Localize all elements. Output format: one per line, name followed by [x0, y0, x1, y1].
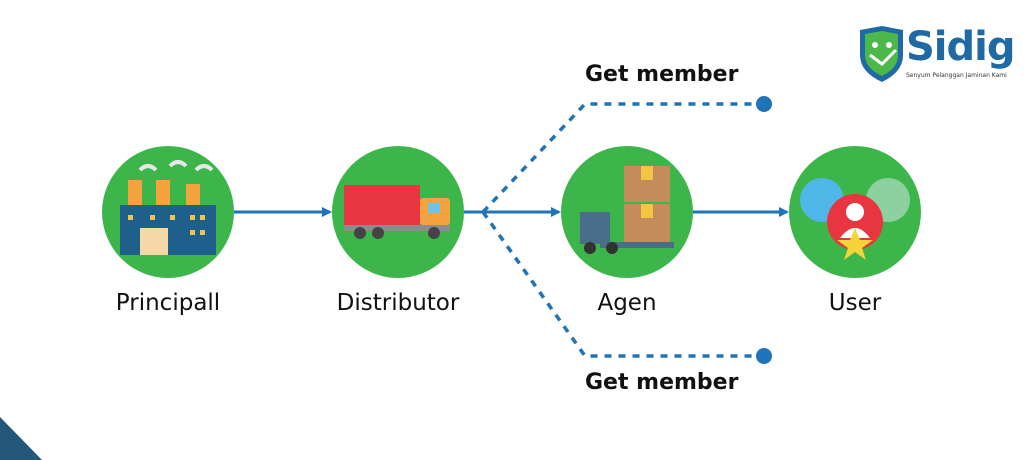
users-star-icon [800, 178, 910, 260]
truck-icon [344, 185, 450, 239]
branch-bottom-label: Get member [585, 370, 739, 395]
branch-bottom-dot [756, 348, 772, 364]
sidig-logo-shield [860, 26, 903, 82]
branch-top-dot [756, 96, 772, 112]
branch-top-label: Get member [585, 62, 739, 87]
node-distributor-label: Distributor [336, 290, 460, 316]
branch-top-line [481, 102, 763, 214]
branch-bottom-line [481, 210, 763, 358]
factory-icon [120, 160, 216, 255]
warehouse-forklift-icon [580, 166, 674, 254]
node-agen-label: Agen [597, 290, 657, 316]
logo-tagline: Senyum Pelanggan Jaminan Kami [906, 72, 1007, 79]
node-user-label: User [828, 290, 882, 316]
node-principal-label: Principall [115, 290, 221, 316]
corner-triangle [0, 417, 42, 460]
logo-name: Sidig [906, 24, 1015, 70]
